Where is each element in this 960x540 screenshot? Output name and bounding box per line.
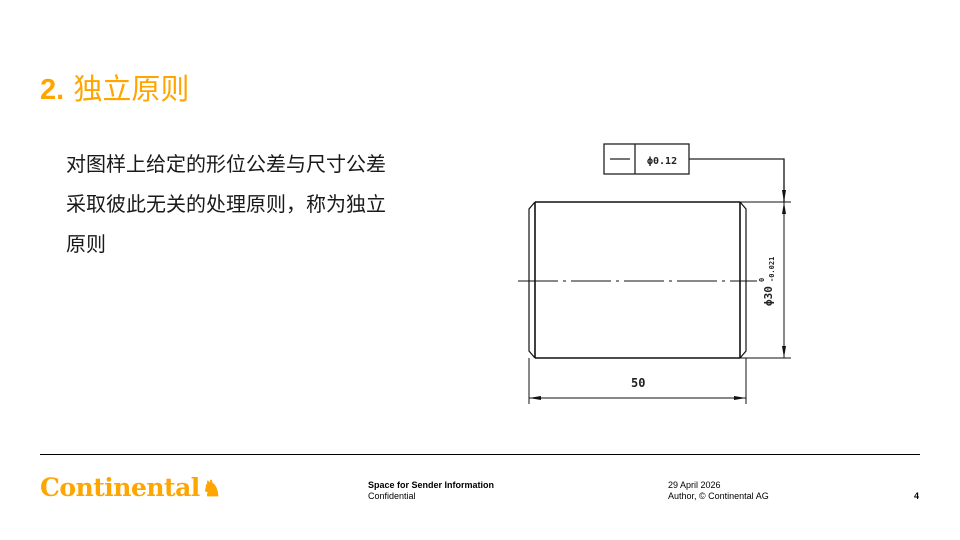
svg-text:-0.021: -0.021 [768, 257, 776, 282]
continental-logo: Continental♞ [40, 470, 222, 506]
footer-divider [40, 454, 920, 455]
logo-text: Continental [40, 473, 200, 502]
cylinder-part [528, 201, 747, 359]
title-text: 独立原则 [73, 72, 190, 106]
sender-label: Space for Sender Information [368, 480, 495, 490]
body-line: 采取彼此无关的处理原则，称为独立 [66, 192, 386, 216]
horse-icon: ♞ [201, 476, 222, 502]
date: 29 April 2026 [668, 480, 721, 490]
page-number: 4 [914, 491, 920, 501]
author: Author, © Continental AG [668, 491, 769, 501]
body-paragraph: 对图样上给定的形位公差与尺寸公差 采取彼此无关的处理原则，称为独立 原则 [66, 144, 466, 264]
length-dimension: 50 [631, 376, 645, 390]
body-line: 原则 [66, 232, 106, 256]
diameter-dimension: ϕ30 0 -0.021 [758, 257, 776, 306]
svg-text:0: 0 [758, 278, 766, 282]
feature-control-frame [603, 143, 785, 202]
slide-title: 2. 独立原则 [40, 70, 189, 109]
slide-meta: 29 April 2026 Author, © Continental AG [668, 480, 769, 502]
sender-info: Space for Sender Information Confidentia… [368, 480, 494, 502]
tolerance-value: ϕ0.12 [647, 156, 677, 167]
classification: Confidential [368, 491, 416, 501]
body-line: 对图样上给定的形位公差与尺寸公差 [66, 152, 386, 176]
svg-text:ϕ30: ϕ30 [762, 286, 775, 306]
title-number: 2. [40, 74, 65, 106]
